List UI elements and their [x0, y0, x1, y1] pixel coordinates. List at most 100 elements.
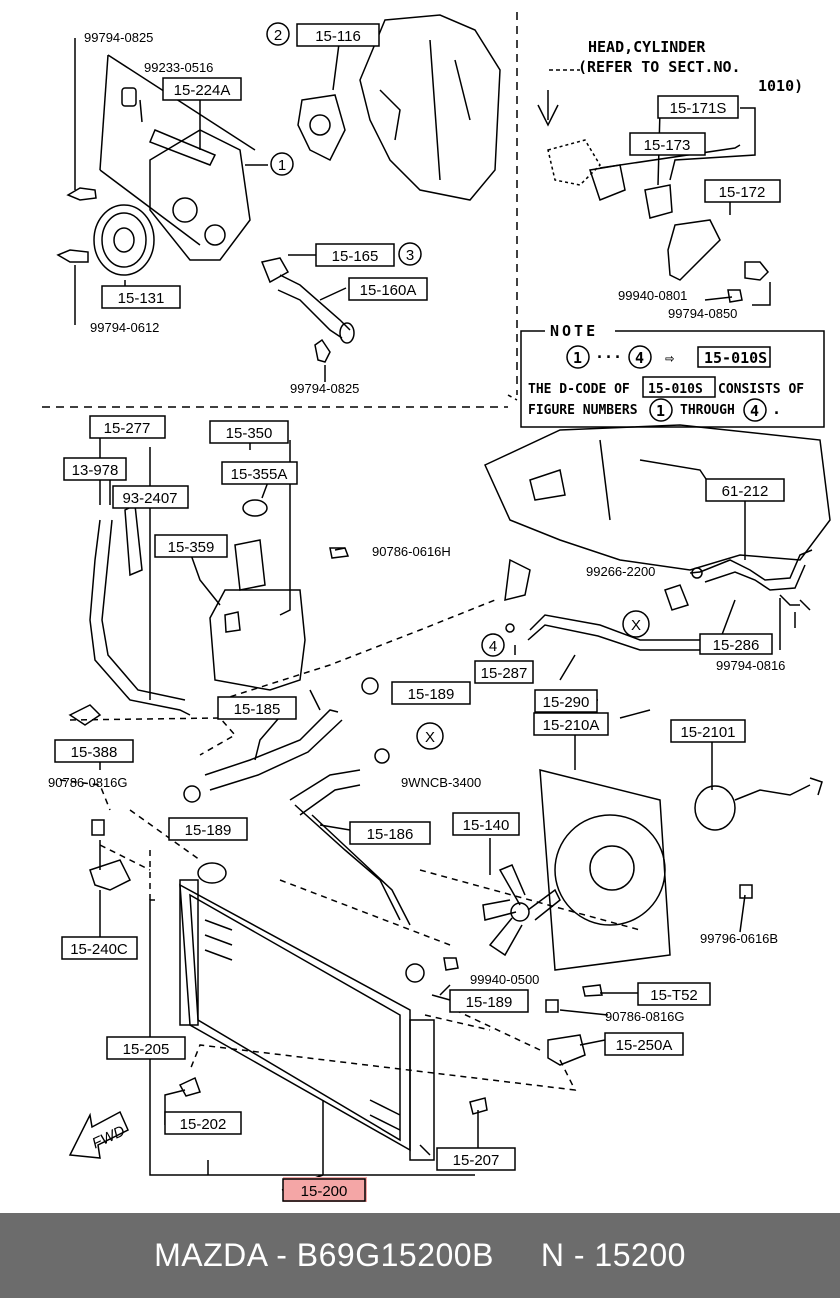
head-ref-line1: HEAD,CYLINDER [588, 38, 706, 56]
part-number: 99794-0825 [84, 30, 153, 45]
thermostat-15-171s [644, 184, 673, 219]
callout-label: 15-350 [226, 425, 273, 442]
nut-icon [727, 289, 743, 303]
fan-15-140 [482, 864, 561, 957]
note-n1: 1 [656, 402, 665, 420]
callout-label: 15-171S [670, 100, 727, 117]
radiator-cooling-diagram: 15-116 15-224A 15-165 15-160A 15-131 15-… [42, 12, 831, 1202]
head-ref-line2: (REFER TO SECT.NO. [578, 58, 741, 76]
callout-label: 15-210A [543, 717, 600, 734]
bolt-icon [545, 999, 559, 1013]
clamp-icon [183, 785, 201, 803]
thermostat-cover-15-172 [667, 219, 721, 281]
bolt-icon [744, 261, 770, 281]
bolt-icon [66, 187, 97, 201]
pin-99233 [121, 87, 137, 107]
hose-61-212 [699, 549, 813, 591]
gasket-15-116 [297, 94, 346, 162]
callout-label: 15-165 [332, 248, 379, 265]
callout-label: 15-224A [174, 82, 231, 99]
figure-ref-x: X [425, 729, 435, 746]
note-text1b: CONSISTS OF [718, 382, 804, 397]
callout-label: 15-140 [463, 817, 510, 834]
pipe-15-160a [277, 274, 351, 339]
reservoir-tank [209, 589, 306, 691]
callout-label: 15-185 [234, 701, 281, 718]
clamp-icon [405, 963, 425, 983]
callout-label: 15-355A [231, 466, 288, 483]
note-end: . [772, 400, 781, 418]
callout-label: 15-359 [168, 539, 215, 556]
engine-block [359, 14, 501, 201]
footer-bar: MAZDA - B69G15200B N - 15200 [0, 1213, 840, 1298]
fan-shroud-15-210a [539, 769, 671, 971]
pulley-15-131 [93, 204, 155, 276]
clip-15-388 [68, 704, 102, 726]
leader-solid [74, 35, 796, 1191]
engine-outline [484, 424, 831, 571]
callout-label: 15-207 [453, 1152, 500, 1169]
leader-dashed [59, 599, 641, 1091]
note-arrow: ⇨ [665, 349, 674, 367]
note-box [520, 330, 825, 428]
fwd-arrow-icon [68, 1110, 129, 1159]
water-pump [149, 129, 251, 261]
part-number: 99794-0825 [290, 381, 359, 396]
callout-label: 15-186 [367, 826, 414, 843]
note-text1a: THE D-CODE OF [528, 382, 630, 397]
callout-label: 15-189 [466, 994, 513, 1011]
radiator-15-200 [179, 883, 411, 1152]
figure-ref-3: 3 [406, 247, 414, 264]
callout-label: 15-250A [616, 1037, 673, 1054]
part-number: 90786-0816G [48, 775, 128, 790]
callout-label: 15-189 [408, 686, 455, 703]
figure-ref-2: 2 [274, 27, 282, 44]
callout-label: 93-2407 [122, 490, 177, 507]
callout-label: 15-131 [118, 290, 165, 307]
radiator-left-tank [179, 879, 199, 1026]
mount-15-202 [178, 1076, 201, 1097]
note-from: 1 [573, 349, 582, 367]
cap-15-355a [242, 499, 268, 517]
note-code2: 15-010S [648, 382, 703, 397]
callout-label: 15-160A [360, 282, 417, 299]
callout-label: 15-287 [481, 665, 528, 682]
callout-label: 15-290 [543, 694, 590, 711]
hose-13-978 [89, 519, 191, 716]
radiator-cap [197, 862, 227, 884]
part-number: 90786-0616H [372, 544, 451, 559]
callout-label: 15-277 [104, 420, 151, 437]
part-number: 99233-0516 [144, 60, 213, 75]
callout-label: 15-240C [70, 941, 128, 958]
figure-ref-x: X [631, 617, 641, 634]
callout-label: 15-205 [123, 1041, 170, 1058]
bolt-icon [56, 249, 89, 263]
note-n2: 4 [750, 402, 759, 420]
callout-label: 15-172 [719, 184, 766, 201]
note-code: 15-010S [704, 349, 767, 367]
callout-label: 13-978 [72, 462, 119, 479]
part-number: 99794-0816 [716, 658, 785, 673]
callout-label: 15-116 [315, 28, 361, 45]
callout-label: 15-173 [644, 137, 691, 154]
hose-15-185 [204, 709, 343, 791]
part-number: 99940-0801 [618, 288, 687, 303]
clamp-icon [374, 748, 390, 764]
note-to: 4 [635, 349, 644, 367]
figure-ref-4: 4 [489, 638, 497, 655]
radiator-right-tank [409, 1019, 435, 1161]
note-dots: ··· [595, 348, 622, 366]
water-outlet [504, 558, 531, 601]
callout-label: 15-388 [71, 744, 118, 761]
bracket-15-250a [547, 1034, 586, 1066]
note-text2b: THROUGH [680, 403, 735, 418]
part-number: 99794-0612 [90, 320, 159, 335]
clamp-icon [361, 677, 379, 695]
part-number: 99266-2200 [586, 564, 655, 579]
callout-label: 15-189 [185, 822, 232, 839]
nut-icon [443, 957, 459, 971]
figure-ref-1: 1 [278, 157, 286, 174]
callout-label: 61-212 [722, 483, 769, 500]
drain-plug-15-207 [469, 1097, 488, 1115]
